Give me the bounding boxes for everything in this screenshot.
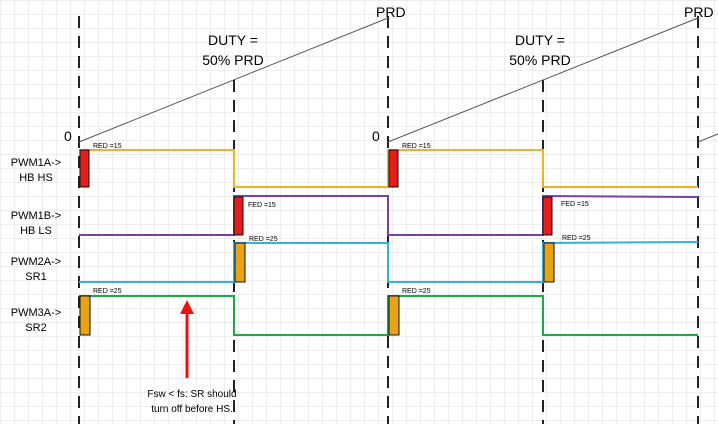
red-25-label-sr2-2: RED =25 — [402, 288, 431, 295]
red-15-label-1: RED =15 — [93, 143, 122, 150]
signal-label-pwm3a-line1: PWM3A-> — [11, 307, 61, 319]
waveform-pwm1a — [79, 149, 698, 188]
signal-label-pwm2a-line1: PWM2A-> — [11, 256, 61, 268]
red-25-label-sr2-1: RED =25 — [93, 288, 122, 295]
signal-label-pwm1b-line2: HB LS — [20, 225, 52, 237]
prd-label-1: PRD — [376, 4, 406, 20]
waveform-pwm2a — [79, 241, 699, 283]
signal-label-pwm3a-line2: SR2 — [25, 322, 46, 334]
duty-label-1-line1: DUTY = — [208, 32, 258, 48]
deadband-red-sr1-2 — [543, 242, 555, 283]
waveform-pwm3a — [79, 295, 698, 336]
signal-label-pwm1b-line1: PWM1B-> — [11, 210, 61, 222]
duty-label-2-line1: DUTY = — [515, 32, 565, 48]
signal-label-pwm1a-line1: PWM1A-> — [11, 157, 61, 169]
zero-label-2: 0 — [372, 128, 380, 144]
duty-label-2-line2: 50% PRD — [509, 52, 570, 68]
deadband-red-sr2-1 — [79, 295, 91, 336]
deadband-red-sr2-2 — [388, 295, 400, 336]
duty-label-1-line2: 50% PRD — [202, 52, 263, 68]
signal-label-pwm2a-line2: SR1 — [25, 271, 46, 283]
prd-label-2: PRD — [684, 4, 714, 20]
deadband-red-hs-1 — [79, 149, 90, 188]
counter-ramp-1 — [78, 17, 389, 143]
counter-ramps — [78, 17, 718, 143]
fed-15-label-1: FED =15 — [248, 202, 276, 209]
red-15-label-2: RED =15 — [402, 143, 431, 150]
red-25-label-sr1-1: RED =25 — [249, 236, 278, 243]
annotation-note-line2: turn off before HS. — [151, 404, 233, 415]
counter-ramp-2 — [387, 17, 699, 143]
deadband-fed-ls-2 — [542, 196, 553, 236]
annotation-note-line1: Fsw < fs: SR should — [147, 389, 236, 400]
red-25-label-sr1-2: RED =25 — [562, 235, 591, 242]
zero-label-1: 0 — [64, 128, 72, 144]
signal-label-pwm1a-line2: HB HS — [19, 172, 53, 184]
deadband-red-hs-2 — [388, 149, 399, 188]
deadband-red-sr1-1 — [234, 242, 246, 283]
counter-ramp-3 — [697, 133, 718, 143]
deadband-fed-ls-1 — [233, 196, 244, 236]
fed-15-label-2: FED =15 — [561, 201, 589, 208]
deadband-blocks — [79, 149, 555, 336]
annotation-arrow — [180, 300, 194, 378]
